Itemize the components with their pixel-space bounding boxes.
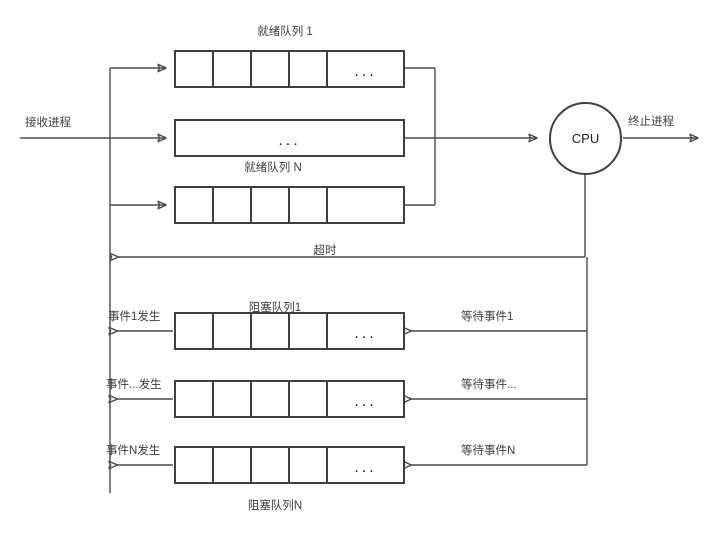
ready-queue-n-label: 就绪队列 N xyxy=(244,162,302,174)
queue-cell[interactable] xyxy=(214,382,252,416)
ready-queue-mid[interactable]: ... xyxy=(174,119,405,157)
event-n-occurs-label: 事件N发生 xyxy=(106,445,161,457)
queue-cell[interactable] xyxy=(290,314,328,348)
wait-event-mid-label: 等待事件... xyxy=(461,379,517,391)
event-mid-occurs-label: 事件...发生 xyxy=(106,379,162,391)
queue-cell[interactable] xyxy=(252,314,290,348)
ellipsis-text: ... xyxy=(354,63,377,80)
queue-cell[interactable] xyxy=(176,188,214,222)
queue-cell[interactable] xyxy=(252,448,290,482)
ready-queue-1[interactable]: ... xyxy=(174,50,405,88)
wait-event-n-label: 等待事件N xyxy=(461,445,516,457)
queue-cell[interactable] xyxy=(252,188,290,222)
ellipsis-text: ... xyxy=(354,325,377,342)
blocked-queue-n-label: 阻塞队列N xyxy=(247,500,303,512)
cpu-label: CPU xyxy=(571,131,600,146)
blocked-queue-mid[interactable]: ... xyxy=(174,380,405,418)
timeout-label: 超时 xyxy=(313,245,337,257)
queue-cell-overflow[interactable]: ... xyxy=(328,448,403,482)
queue-cell[interactable] xyxy=(214,448,252,482)
blocked-queue-n[interactable]: ... xyxy=(174,446,405,484)
blocked-queue-1[interactable]: ... xyxy=(174,312,405,350)
queue-cell-overflow[interactable]: ... xyxy=(328,52,403,86)
queue-cell[interactable] xyxy=(290,382,328,416)
cpu-node[interactable]: CPU xyxy=(549,102,622,175)
queue-cell[interactable] xyxy=(252,52,290,86)
queue-cell-overflow[interactable]: ... xyxy=(328,382,403,416)
event-1-occurs-label: 事件1发生 xyxy=(108,311,161,323)
ellipsis-text: ... xyxy=(278,132,301,149)
queue-cell-overflow[interactable] xyxy=(328,188,403,222)
queue-cell[interactable] xyxy=(252,382,290,416)
receive-process-label: 接收进程 xyxy=(25,117,71,129)
queue-cell[interactable] xyxy=(176,52,214,86)
queue-cell-overflow[interactable]: ... xyxy=(176,121,403,155)
queue-cell-overflow[interactable]: ... xyxy=(328,314,403,348)
queue-cell[interactable] xyxy=(214,188,252,222)
queue-cell[interactable] xyxy=(214,52,252,86)
queue-cell[interactable] xyxy=(290,52,328,86)
queue-cell[interactable] xyxy=(290,448,328,482)
ellipsis-text: ... xyxy=(354,393,377,410)
queue-cell[interactable] xyxy=(176,448,214,482)
wait-event-1-label: 等待事件1 xyxy=(461,311,514,323)
blocked-queue-1-label: 阻塞队列1 xyxy=(248,302,302,314)
ellipsis-text: ... xyxy=(354,459,377,476)
queue-cell[interactable] xyxy=(290,188,328,222)
ready-queue-1-label: 就绪队列 1 xyxy=(257,26,313,38)
ready-queue-n[interactable] xyxy=(174,186,405,224)
queue-cell[interactable] xyxy=(214,314,252,348)
terminate-process-label: 终止进程 xyxy=(628,116,674,128)
queue-cell[interactable] xyxy=(176,382,214,416)
queue-cell[interactable] xyxy=(176,314,214,348)
